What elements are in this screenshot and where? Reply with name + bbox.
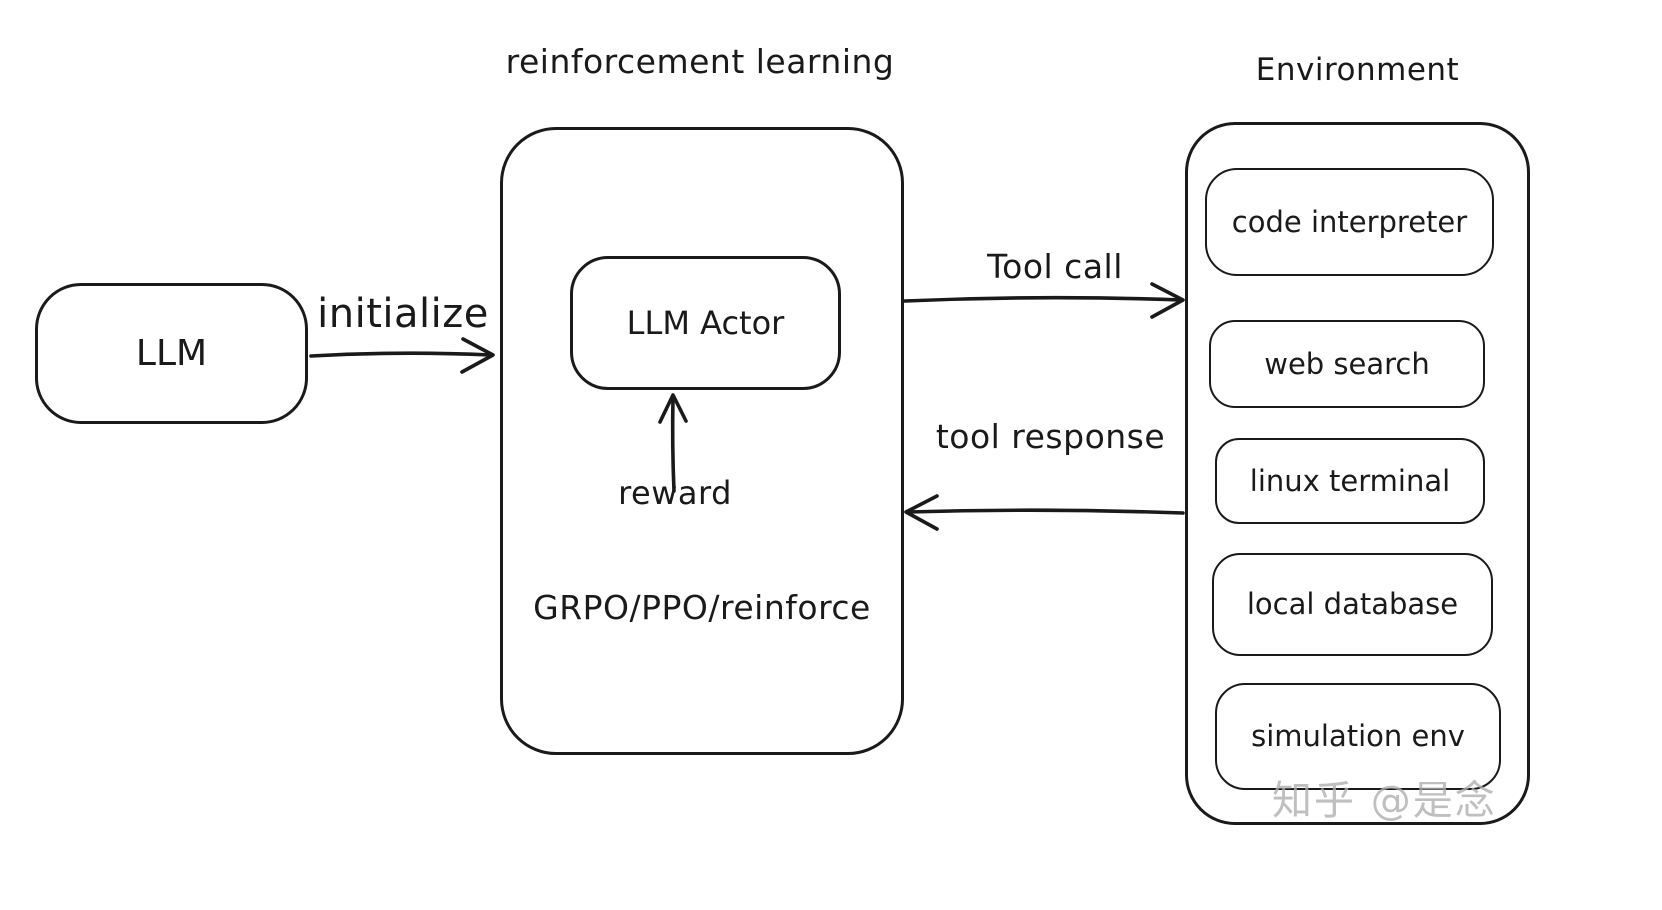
environment-item-label: code interpreter	[1231, 204, 1468, 239]
environment-item-label: simulation env	[1251, 719, 1465, 754]
tool-call-edge-label: Tool call	[987, 247, 1123, 286]
reinforcement-learning-box	[500, 127, 904, 755]
llm-actor-node: LLM Actor	[570, 256, 841, 390]
llm-actor-label: LLM Actor	[626, 304, 785, 342]
tool-call-arrow	[903, 282, 1185, 319]
environment-item-label: web search	[1264, 346, 1430, 381]
reinforcement-learning-title: reinforcement learning	[505, 42, 895, 81]
environment-item-code-interpreter: code interpreter	[1205, 168, 1494, 276]
environment-item-simulation-env: simulation env	[1215, 683, 1501, 790]
environment-item-web-search: web search	[1209, 320, 1485, 408]
environment-title: Environment	[1255, 52, 1460, 88]
watermark: 知乎 @是念	[1272, 778, 1497, 824]
algorithms-label: GRPO/PPO/reinforce	[533, 588, 871, 627]
tool-response-arrow	[904, 494, 1185, 531]
reward-edge-label: reward	[618, 474, 732, 512]
llm-node-label: LLM	[135, 333, 208, 374]
initialize-arrow	[309, 337, 495, 374]
tool-response-edge-label: tool response	[935, 417, 1166, 456]
environment-item-linux-terminal: linux terminal	[1215, 438, 1485, 524]
environment-item-label: local database	[1246, 587, 1459, 622]
environment-item-label: linux terminal	[1249, 463, 1451, 498]
environment-item-local-database: local database	[1212, 553, 1493, 656]
initialize-edge-label: initialize	[317, 291, 489, 337]
llm-node: LLM	[35, 283, 308, 424]
